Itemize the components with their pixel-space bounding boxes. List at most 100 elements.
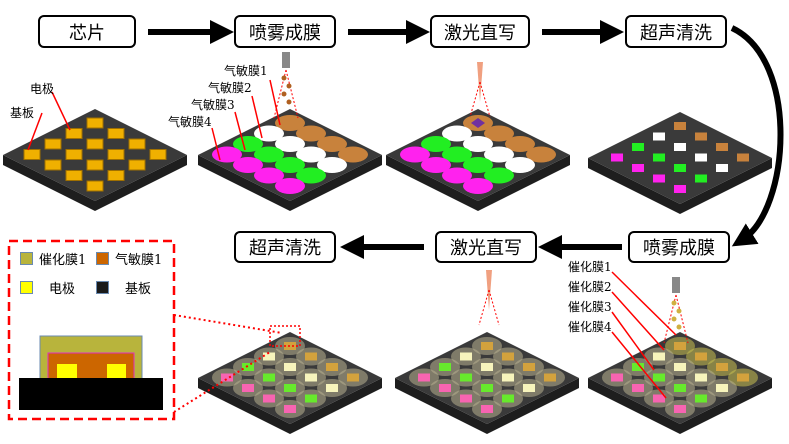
- electrode: [86, 117, 104, 129]
- electrode-label: 电极: [30, 82, 55, 96]
- electrode: [65, 128, 83, 139]
- gas-film-dot: [296, 146, 326, 163]
- gas-film-dot: [233, 157, 263, 173]
- spray-droplet: [676, 324, 682, 330]
- sensor-cube: [481, 405, 493, 413]
- catalyst-cube: [716, 384, 728, 392]
- legend-label: 电极: [49, 282, 76, 297]
- gas-film-dot: [296, 125, 326, 142]
- sensor-cube: [544, 373, 556, 382]
- gas-film-dot: [442, 125, 472, 142]
- legend-swatch-electrode: [20, 281, 33, 294]
- gas-film-dot: [254, 146, 284, 163]
- sensor-cube: [674, 164, 686, 172]
- spray-droplet: [286, 83, 292, 89]
- catalyst-cube: [221, 373, 233, 382]
- catalyst-cube: [695, 373, 707, 382]
- catalyst-cube: [263, 394, 275, 403]
- gas-film-dot: [254, 167, 284, 184]
- sensor-cube: [418, 373, 430, 382]
- sensor-cube: [460, 352, 472, 361]
- catalyst-cube: [674, 363, 686, 371]
- pointer-line: [27, 112, 43, 151]
- catalyst-cube: [674, 342, 686, 350]
- catalyst-cube: [632, 363, 644, 371]
- sensor-cube: [632, 363, 644, 371]
- curved-arrow: [730, 25, 784, 247]
- gas-film-dot: [233, 136, 263, 152]
- step-ultrasonic-1: 超声清洗: [625, 15, 727, 48]
- gas-film-dot: [400, 146, 430, 163]
- pointer-line: [611, 271, 677, 336]
- catalyst-cube: [481, 384, 493, 392]
- legend-swatch-catalyst: [20, 252, 33, 265]
- sensor-cube: [695, 394, 707, 403]
- sensor-cube: [632, 384, 644, 392]
- spray-droplet: [281, 75, 287, 81]
- pointer-line: [269, 79, 281, 126]
- electrode: [44, 159, 62, 171]
- catalyst-cube: [502, 352, 514, 361]
- sensor-cube: [695, 174, 707, 183]
- sensor-cube: [674, 185, 686, 193]
- substrate-label: 基板: [10, 106, 35, 120]
- spray-droplet: [671, 316, 677, 322]
- sensor-cube: [695, 373, 707, 382]
- catalyst-cube: [439, 363, 451, 371]
- electrode: [107, 149, 125, 160]
- sensor-cube: [653, 174, 665, 183]
- electrode: [107, 170, 125, 181]
- sensor-cube: [653, 394, 665, 403]
- spray-nozzle-icon: [672, 277, 680, 293]
- inset-substrate: [19, 378, 163, 410]
- electrode: [128, 159, 146, 171]
- pointer-line: [611, 311, 655, 371]
- gas-film-dot: [526, 146, 556, 163]
- gas-film-dot: [463, 136, 493, 152]
- legend-catalyst: 催化膜1: [20, 249, 86, 268]
- catalyst-label-1: 催化膜1: [568, 260, 612, 274]
- sensor-cube: [716, 363, 728, 371]
- sensor-cube: [347, 373, 359, 382]
- legend-substrate: 基板: [96, 278, 151, 297]
- step-ultrasonic-2: 超声清洗: [234, 231, 336, 263]
- pointer-line: [611, 331, 667, 399]
- electrode: [44, 138, 62, 150]
- catalyst-cube: [523, 363, 535, 371]
- board-side: [395, 378, 579, 434]
- gas-film-dot: [463, 178, 493, 194]
- legend-label: 基板: [125, 282, 152, 297]
- electrode: [23, 149, 41, 160]
- catalyst-label-2: 催化膜2: [568, 280, 612, 294]
- sensor-cube: [263, 352, 275, 361]
- catalyst-cube: [481, 342, 493, 350]
- catalyst-cube: [242, 363, 254, 371]
- sensor-cube: [439, 363, 451, 371]
- catalyst-cube: [611, 373, 623, 382]
- sensor-cube: [716, 384, 728, 392]
- sensor-cube: [284, 405, 296, 413]
- sensor-cube: [523, 384, 535, 392]
- catalyst-cube: [481, 405, 493, 413]
- catalyst-cube: [544, 373, 556, 382]
- gas-film-dot: [317, 157, 347, 173]
- sensor-cube: [716, 143, 728, 151]
- sensor-cube: [326, 384, 338, 392]
- catalyst-cube: [674, 384, 686, 392]
- legend-electrode: 电极: [20, 278, 75, 297]
- step-spray-2: 喷雾成膜: [628, 231, 730, 263]
- gas-film-dot: [505, 136, 535, 152]
- spray-droplet: [676, 308, 682, 314]
- sensor-cube: [695, 153, 707, 162]
- sensor-cube: [674, 405, 686, 413]
- sensor-cube: [674, 143, 686, 151]
- sensor-cube: [284, 384, 296, 392]
- spray-droplet: [281, 91, 287, 97]
- sensor-cube: [502, 373, 514, 382]
- gas-film-dot: [275, 178, 305, 194]
- catalyst-cube: [632, 384, 644, 392]
- catalyst-cube: [305, 394, 317, 403]
- board-side: [588, 378, 772, 434]
- board-side: [386, 155, 570, 211]
